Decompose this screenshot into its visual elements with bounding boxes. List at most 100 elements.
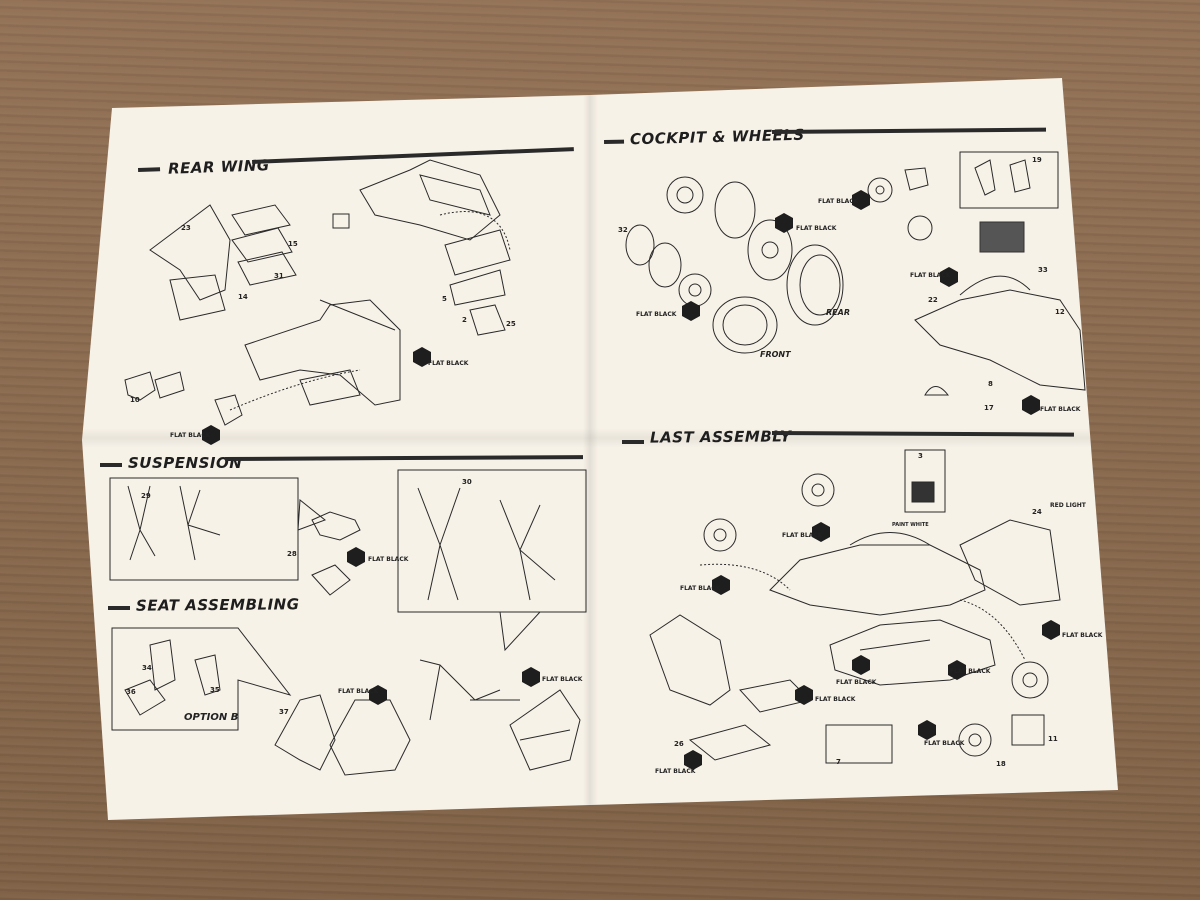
rear-wing-small-parts [124, 371, 243, 426]
part-number: 25 [506, 320, 516, 328]
part-number: 37 [279, 708, 289, 716]
part-number: 7 [836, 758, 841, 766]
part-number: 33 [1038, 266, 1048, 274]
suspension-part [311, 564, 351, 596]
part-number: 29 [141, 492, 151, 500]
suspension-arms-large [417, 487, 556, 601]
part-number: 32 [618, 226, 628, 234]
label-flat-black: FLAT BLACK [542, 676, 583, 683]
suspension-part-28 [311, 511, 361, 541]
part-number: 14 [238, 293, 248, 301]
paint-marker [795, 685, 813, 705]
part-number: 36 [126, 688, 136, 696]
part-number: 26 [674, 740, 684, 748]
paint-marker [413, 347, 431, 367]
label-flat-black: FLAT BLACK [368, 556, 409, 563]
label-flat-black: FLAT BLACK [836, 679, 877, 686]
paint-marker [948, 660, 966, 680]
part-number: 22 [928, 296, 938, 304]
part-number: 8 [988, 380, 993, 388]
rear-wing-last [959, 519, 1061, 606]
paint-marker [369, 685, 387, 705]
part-number: 19 [1032, 156, 1042, 164]
detail-box-7 [825, 724, 893, 764]
part-number: 10 [130, 396, 140, 404]
title-bar-seat-lead [108, 606, 130, 610]
part-number: 28 [287, 550, 297, 558]
paint-marker [775, 213, 793, 233]
label-flat-black: FLAT BLACK [815, 696, 856, 703]
guide-line [439, 211, 511, 251]
label-flat-black: FLAT BLACK [170, 432, 211, 439]
part-number: 3 [918, 452, 923, 460]
steering-wheel [867, 167, 929, 203]
rear-wing-assembled [244, 299, 401, 406]
decal-box [332, 213, 350, 229]
label-flat-black: FLAT BLACK [680, 585, 721, 592]
paint-marker [1022, 395, 1040, 415]
tyre-front [712, 296, 778, 354]
label-flat-black: FLAT BLACK [655, 768, 696, 775]
wheel-rim-front [625, 224, 712, 307]
suspension-assembled [419, 659, 520, 721]
paint-marker [202, 425, 220, 445]
label-flat-black: FLAT BLACK [782, 532, 823, 539]
detail-box-3 [904, 449, 946, 513]
part-number: 15 [288, 240, 298, 248]
paint-markers [202, 190, 1060, 770]
paint-marker [1042, 620, 1060, 640]
part-number: 24 [1032, 508, 1042, 516]
paint-marker [684, 750, 702, 770]
title-bar-suspension-lead [100, 463, 122, 467]
part-number: 12 [1055, 308, 1065, 316]
paint-marker [712, 575, 730, 595]
label-flat-black: FLAT BLACK [818, 198, 859, 205]
paint-marker [522, 667, 540, 687]
label-flat-black: FLAT BLACK [338, 688, 379, 695]
paint-marker [918, 720, 936, 740]
label-flat-black: FLAT BLACK [796, 225, 837, 232]
tyre-rear [786, 244, 844, 326]
suspension-arms-small [127, 485, 221, 561]
label-paint-white: PAINT WHITE [892, 522, 929, 528]
guide-line [229, 369, 361, 411]
wheel-rim-rear [666, 176, 793, 281]
title-bar-last-lead [622, 440, 644, 444]
paint-marker [682, 301, 700, 321]
wheel-last-front-right [958, 723, 992, 757]
part-number: 5 [442, 295, 447, 303]
seat-shell-left [274, 694, 336, 771]
part-number: 35 [210, 686, 220, 694]
label-flat-black: FLAT BLACK [1040, 406, 1081, 413]
paint-marker [852, 190, 870, 210]
label-front: FRONT [760, 350, 791, 359]
part-number: 11 [1048, 735, 1058, 743]
wheel-last-rear-left [801, 473, 835, 507]
paint-marker [347, 547, 365, 567]
label-flat-black: FLAT BLACK [924, 740, 965, 747]
wheel-last-rear-right [1011, 661, 1049, 699]
label-option-b: OPTION B [184, 712, 239, 723]
paint-marker [852, 655, 870, 675]
label-flat-black: FLAT BLACK [428, 360, 469, 367]
label-flat-black: FLAT BLACK [1062, 632, 1103, 639]
seat-frame [509, 689, 581, 771]
helmet [924, 386, 950, 396]
part-number: 18 [996, 760, 1006, 768]
mesh-decal [979, 221, 1025, 253]
label-flat-black: FLAT BLACK [636, 311, 677, 318]
part-number: 17 [984, 404, 994, 412]
detail-inset-box [959, 151, 1059, 209]
part-number: 23 [181, 224, 191, 232]
part-number: 31 [274, 272, 284, 280]
part-number: 30 [462, 478, 472, 486]
seat-inset-box [111, 627, 292, 731]
seat-parts [124, 639, 221, 716]
title-suspension: SUSPENSION [128, 454, 243, 472]
paint-marker [940, 267, 958, 287]
rear-wing-upper [359, 159, 511, 336]
cockpit-body [907, 215, 1086, 391]
